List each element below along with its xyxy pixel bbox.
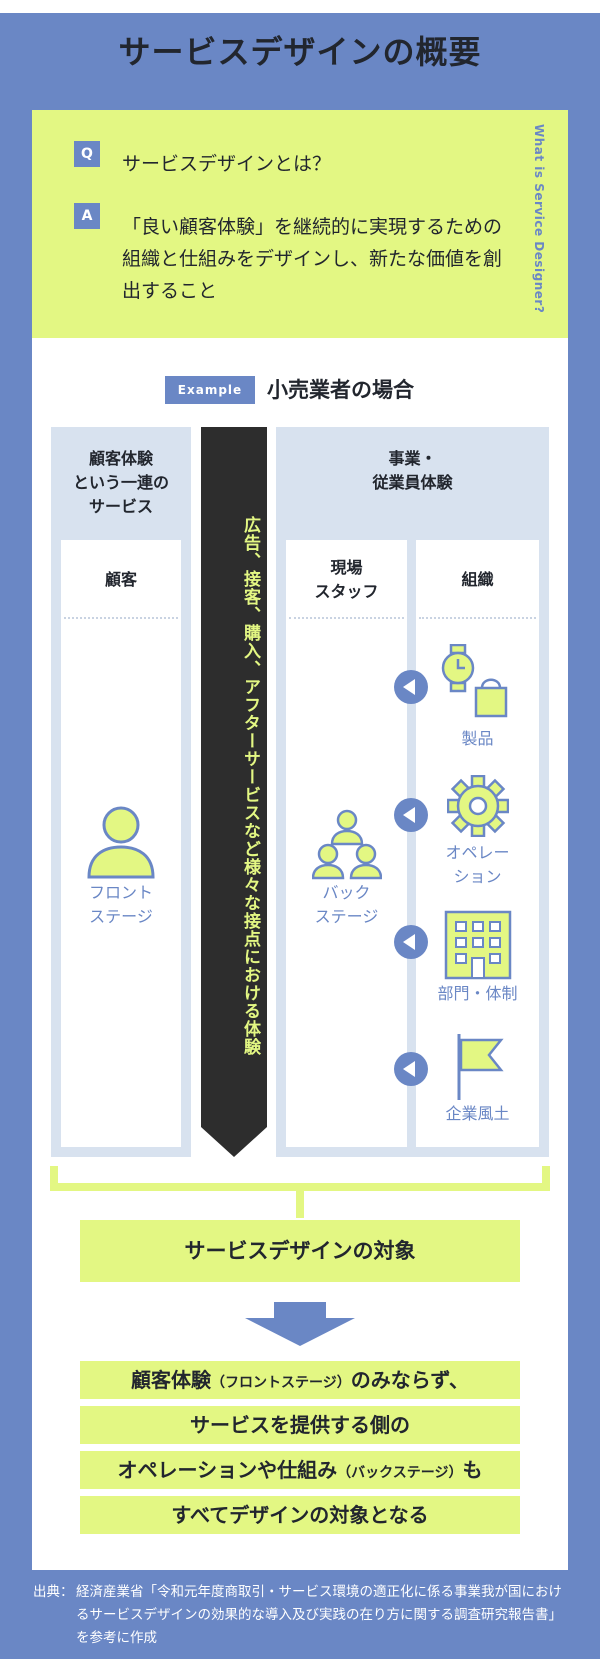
org-item-label: オペレー ション	[445, 843, 510, 886]
touchpoint-text: 広告、接客、購入、アフターサービスなど様々な接点における体験	[240, 516, 260, 1056]
gear-icon	[447, 775, 509, 837]
front-stage-label: フロント ステージ	[88, 883, 153, 926]
organization-header: 組織	[461, 570, 494, 589]
question-badge: Q	[74, 141, 100, 167]
page-title: サービスデザインの概要	[118, 33, 482, 71]
customer-header: 顧客	[104, 570, 137, 589]
back-stage-label: バック ステージ	[314, 883, 379, 926]
source-text: 経済産業省「令和元年度商取引・サービス環境の適正化に係る事業我が国におけるサービ…	[76, 1584, 562, 1646]
arrow-left-icon	[394, 670, 428, 704]
down-arrow-icon	[245, 1302, 355, 1346]
answer-badge: A	[74, 203, 100, 229]
touchpoint-band	[201, 427, 267, 1157]
divider	[289, 617, 404, 619]
conclusion-line: オペレーションや仕組み（バックステージ）も	[80, 1451, 520, 1489]
divider	[64, 617, 178, 619]
conclusion-line: すべてデザインの対象となる	[80, 1496, 520, 1534]
divider	[419, 617, 536, 619]
conclusion-line: サービスを提供する側の	[80, 1406, 520, 1444]
org-item-label: 企業風土	[445, 1104, 510, 1123]
arrow-left-icon	[394, 925, 428, 959]
example-title: 小売業者の場合	[267, 378, 414, 402]
person-icon	[87, 806, 155, 879]
staff-header: 現場 スタッフ	[314, 558, 379, 601]
target-box: サービスデザインの対象	[80, 1220, 520, 1282]
org-item-label: 部門・体制	[437, 984, 518, 1003]
source-label: 出典：	[33, 1584, 74, 1600]
arrow-left-icon	[394, 1052, 428, 1086]
arrow-left-icon	[394, 798, 428, 832]
answer-text: 「良い顧客体験」を継続的に実現するための組織と仕組みをデザインし、新たな価値を創…	[122, 216, 503, 302]
question-text: サービスデザインとは？	[122, 153, 332, 175]
building-icon	[444, 910, 512, 980]
org-item-label: 製品	[461, 729, 494, 748]
bracket	[50, 1166, 550, 1218]
conclusion-line: 顧客体験（フロントステージ）のみならず、	[80, 1361, 520, 1399]
flag-icon	[457, 1034, 504, 1100]
example-tag: Example	[165, 376, 255, 404]
business-experience-header: 事業・ 従業員体験	[372, 449, 453, 492]
group-icon	[312, 809, 382, 880]
watch-bag-icon	[441, 644, 508, 718]
customer-experience-header: 顧客体験 という一連の サービス	[72, 449, 169, 516]
side-label: What is Service Designer?	[532, 124, 546, 314]
qa-section	[32, 110, 568, 338]
